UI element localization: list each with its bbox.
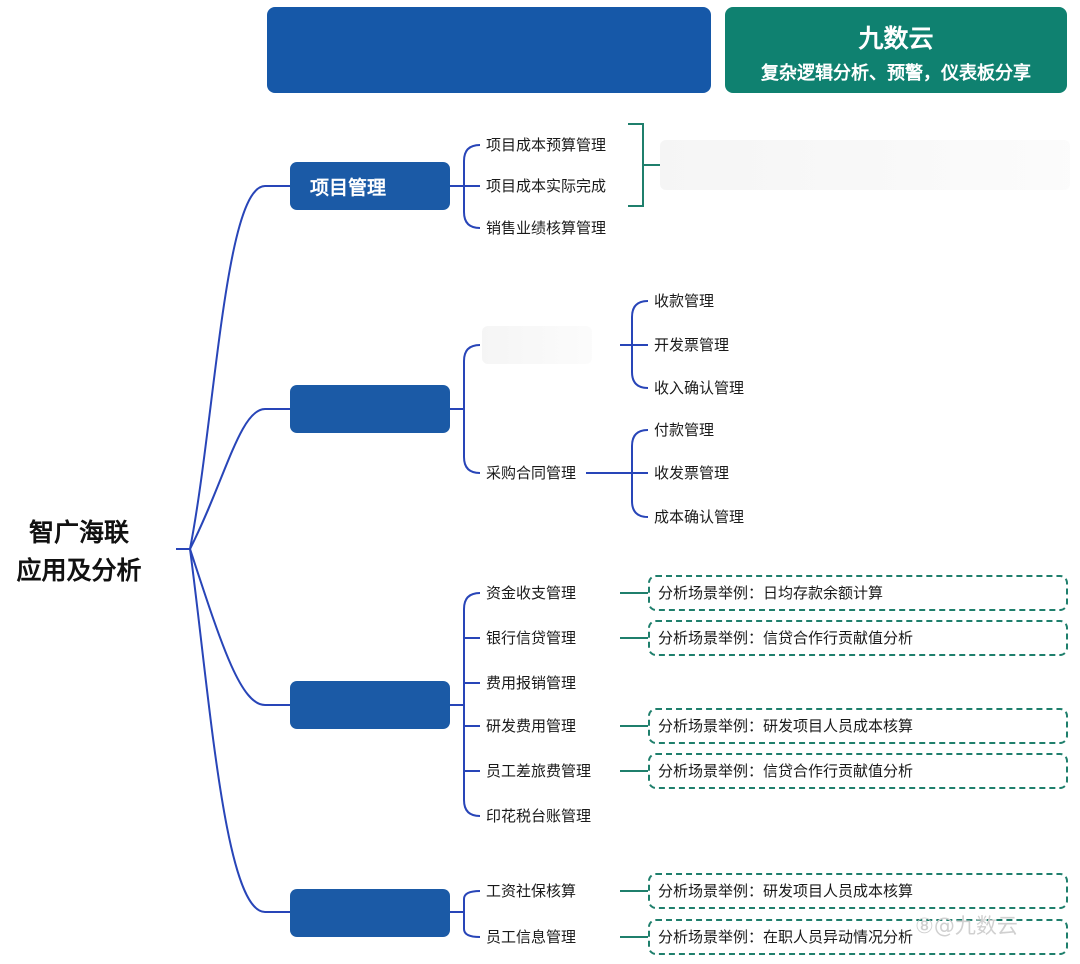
node-fund-flow: 资金收支管理: [486, 584, 577, 602]
root-topic: 智广海联 应用及分析: [0, 514, 158, 590]
header-banner: [267, 7, 711, 93]
branch-contract-management: [290, 385, 450, 433]
node-purchase-contract: 采购合同管理: [486, 464, 577, 482]
redacted-area-sales-contract: [482, 326, 592, 364]
node-payment: 付款管理: [654, 421, 715, 439]
example-box: 分析场景举例：信贷合作行贡献值分析: [648, 620, 1068, 656]
node-invoicing: 开发票管理: [654, 336, 730, 354]
example-box: 分析场景举例：日均存款余额计算: [648, 575, 1068, 611]
node-revenue-recognition: 收入确认管理: [654, 379, 745, 397]
node-sales-performance: 销售业绩核算管理: [486, 219, 607, 237]
node-collection: 收款管理: [654, 292, 715, 310]
node-expense-reimbursement: 费用报销管理: [486, 674, 577, 692]
brand-name: 九数云: [858, 24, 934, 53]
branch-finance-management: [290, 681, 450, 729]
node-receive-invoice: 收发票管理: [654, 464, 730, 482]
node-project-actual: 项目成本实际完成: [486, 177, 607, 195]
node-project-budget: 项目成本预算管理: [486, 136, 607, 154]
branch-project-management: 项目管理: [290, 162, 450, 210]
brand-panel: 九数云 复杂逻辑分析、预警，仪表板分享: [725, 7, 1067, 93]
root-title-line1: 智广海联: [28, 518, 129, 547]
node-cost-recognition: 成本确认管理: [654, 508, 745, 526]
node-employee-info: 员工信息管理: [486, 928, 577, 946]
example-box: 分析场景举例：研发项目人员成本核算: [648, 708, 1068, 744]
branch-hr-management: [290, 889, 450, 937]
node-bank-credit: 银行信贷管理: [486, 629, 577, 647]
example-box: 分析场景举例：信贷合作行贡献值分析: [648, 753, 1068, 789]
node-travel-expense: 员工差旅费管理: [486, 762, 592, 780]
watermark: ⑧@九数云: [915, 914, 1018, 938]
example-box: 分析场景举例：在职人员异动情况分析: [648, 919, 1068, 955]
brand-tagline: 复杂逻辑分析、预警，仪表板分享: [761, 63, 1031, 84]
branch-label: 项目管理: [310, 177, 387, 199]
root-title-line2: 应用及分析: [16, 556, 142, 585]
node-stamp-tax: 印花税台账管理: [486, 807, 592, 825]
redacted-area-top-right: [660, 140, 1070, 190]
node-payroll: 工资社保核算: [486, 882, 577, 900]
node-rd-expense: 研发费用管理: [486, 717, 577, 735]
example-box: 分析场景举例：研发项目人员成本核算: [648, 873, 1068, 909]
